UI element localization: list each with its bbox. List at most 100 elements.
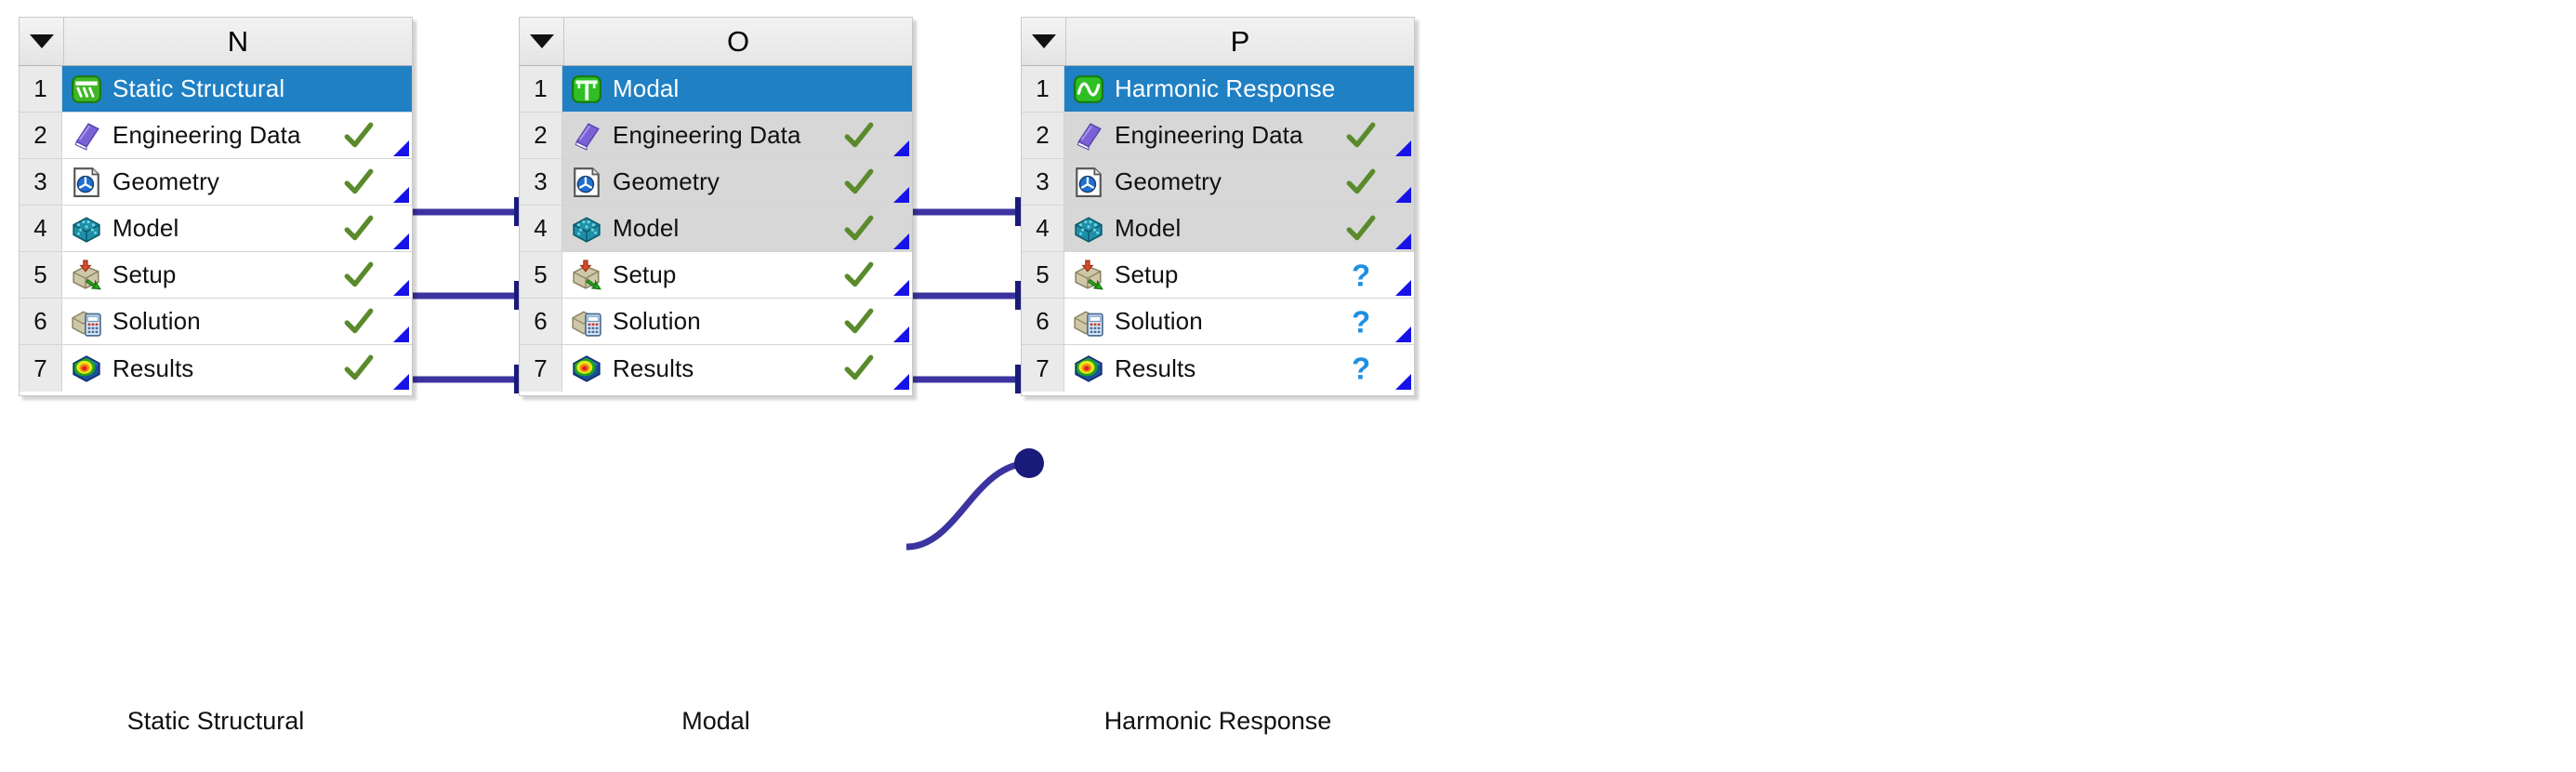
resize-corner-icon[interactable] <box>1395 374 1411 390</box>
resize-corner-icon[interactable] <box>893 280 909 296</box>
geometry-icon <box>1073 166 1104 198</box>
cell-content[interactable]: Setup? <box>1064 252 1414 298</box>
cell-content[interactable]: Geometry <box>1064 159 1414 205</box>
resize-corner-icon[interactable] <box>393 187 409 203</box>
svg-text:?: ? <box>1352 260 1370 291</box>
cell-label: Engineering Data <box>1115 121 1303 149</box>
system-caption-P: Harmonic Response <box>1103 707 1332 735</box>
cell-content[interactable]: Harmonic Response <box>1064 66 1414 112</box>
cell-content[interactable]: Modal <box>562 66 912 112</box>
resize-corner-icon[interactable] <box>393 140 409 156</box>
setup-icon <box>71 260 102 291</box>
cell-label: Results <box>1115 353 1196 382</box>
cell-content[interactable]: Results? <box>1064 345 1414 392</box>
cell-content[interactable]: Results <box>562 345 912 392</box>
cell-content[interactable]: Model <box>562 206 912 251</box>
resize-corner-icon[interactable] <box>393 233 409 249</box>
engineering-data-icon <box>1073 120 1104 152</box>
system-header-N: N <box>19 17 413 66</box>
cell-content[interactable]: Model <box>1064 206 1414 251</box>
cell-content[interactable]: Setup <box>62 252 412 298</box>
system-dropdown-O[interactable] <box>520 18 564 65</box>
question-icon: ? <box>1345 352 1377 386</box>
system-dropdown-P[interactable] <box>1022 18 1066 65</box>
cell-content[interactable]: Solution <box>562 299 912 344</box>
cell-content[interactable]: Setup <box>562 252 912 298</box>
check-icon <box>843 120 875 152</box>
link-endpoint-P5 <box>1014 448 1044 478</box>
resize-corner-icon[interactable] <box>393 326 409 342</box>
row-number: 1 <box>520 66 562 112</box>
check-icon <box>843 166 875 198</box>
chevron-down-icon <box>29 34 54 48</box>
engineering-data-icon <box>71 120 102 152</box>
cell-content[interactable]: Engineering Data <box>62 113 412 158</box>
cell-row[interactable]: 4 Model <box>20 206 412 252</box>
cell-content[interactable]: Engineering Data <box>1064 113 1414 158</box>
resize-corner-icon[interactable] <box>1395 233 1411 249</box>
system-caption-O: Modal <box>681 707 750 735</box>
check-icon <box>1345 120 1377 152</box>
cell-content[interactable]: Solution <box>62 299 412 344</box>
resize-corner-icon[interactable] <box>893 374 909 390</box>
cell-content[interactable]: Solution? <box>1064 299 1414 344</box>
resize-corner-icon[interactable] <box>893 326 909 342</box>
cell-label: Solution <box>112 307 201 335</box>
cell-content[interactable]: Engineering Data <box>562 113 912 158</box>
check-icon <box>343 353 375 384</box>
cell-content[interactable]: Model <box>62 206 412 251</box>
cell-content[interactable]: Static Structural <box>62 66 412 112</box>
results-icon <box>71 353 102 384</box>
system-letter-P: P <box>1230 24 1250 58</box>
cell-label: Engineering Data <box>613 121 801 149</box>
setup-icon <box>1073 260 1104 291</box>
resize-corner-icon[interactable] <box>893 140 909 156</box>
chevron-down-icon <box>1031 34 1056 48</box>
resize-corner-icon[interactable] <box>393 280 409 296</box>
geometry-icon <box>71 166 102 198</box>
resize-corner-icon[interactable] <box>393 374 409 390</box>
row-number: 4 <box>20 206 62 251</box>
cell-label: Harmonic Response <box>1115 74 1336 102</box>
resize-corner-icon[interactable] <box>1395 280 1411 296</box>
row-number: 3 <box>520 159 562 205</box>
resize-corner-icon[interactable] <box>1395 326 1411 342</box>
cell-label: Model <box>112 214 179 242</box>
cell-content[interactable]: Geometry <box>562 159 912 205</box>
modal-icon <box>571 73 602 105</box>
resize-corner-icon[interactable] <box>893 233 909 249</box>
resize-corner-icon[interactable] <box>1395 187 1411 203</box>
cell-content[interactable]: Results <box>62 345 412 392</box>
system-letter-N: N <box>227 24 249 58</box>
cell-content[interactable]: Geometry <box>62 159 412 205</box>
resize-corner-icon[interactable] <box>1395 140 1411 156</box>
check-icon <box>843 213 875 245</box>
cell-label: Model <box>613 214 680 242</box>
system-dropdown-N[interactable] <box>20 18 64 65</box>
resize-corner-icon[interactable] <box>893 187 909 203</box>
